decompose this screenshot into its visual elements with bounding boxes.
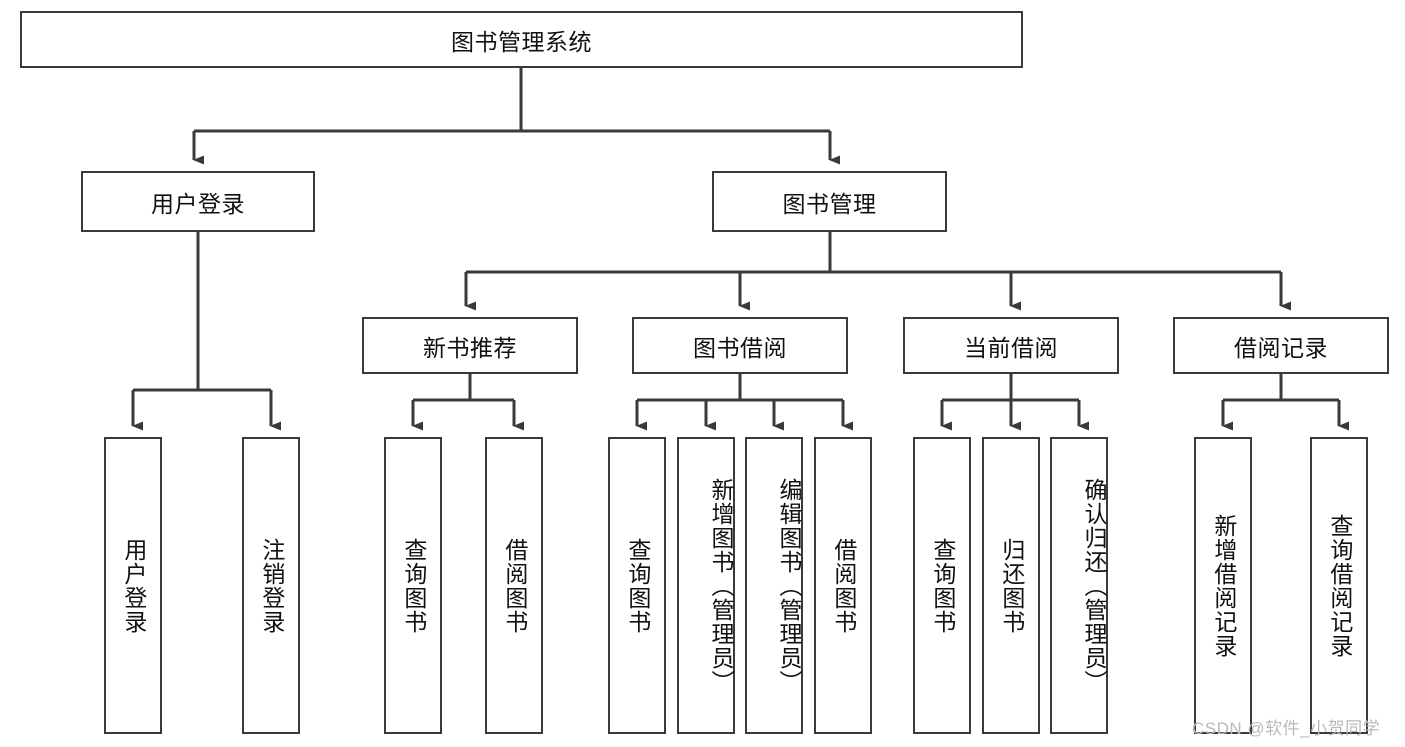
node-book-management[interactable]: 图书管理 bbox=[712, 171, 947, 232]
node-label: 归还图书 bbox=[998, 537, 1025, 634]
node-label: 新增图书（管理员） bbox=[708, 477, 734, 694]
node-leaf-add-borrow-record[interactable]: 新增借阅记录 bbox=[1194, 437, 1252, 734]
node-leaf-query-books-borrow[interactable]: 查询图书 bbox=[608, 437, 666, 734]
node-label: 新书推荐 bbox=[423, 334, 517, 361]
node-label: 查询图书 bbox=[400, 537, 427, 634]
node-label: 查询图书 bbox=[929, 537, 956, 634]
node-leaf-query-books-recommend[interactable]: 查询图书 bbox=[384, 437, 442, 734]
node-label: 新增借阅记录 bbox=[1210, 513, 1237, 658]
node-borrowing-records[interactable]: 借阅记录 bbox=[1173, 317, 1389, 374]
node-label: 借阅记录 bbox=[1234, 334, 1328, 361]
node-leaf-borrow-books-recommend[interactable]: 借阅图书 bbox=[485, 437, 543, 734]
node-label: 图书管理 bbox=[782, 190, 877, 217]
node-new-book-recommendation[interactable]: 新书推荐 bbox=[362, 317, 578, 374]
node-book-borrowing[interactable]: 图书借阅 bbox=[632, 317, 848, 374]
node-label: 借阅图书 bbox=[830, 537, 857, 634]
node-current-borrowing[interactable]: 当前借阅 bbox=[903, 317, 1119, 374]
node-label: 用户登录 bbox=[151, 190, 245, 217]
node-leaf-add-book-admin[interactable]: 新增图书（管理员） bbox=[677, 437, 735, 734]
node-label: 编辑图书（管理员） bbox=[776, 477, 802, 694]
node-leaf-query-books-current[interactable]: 查询图书 bbox=[913, 437, 971, 734]
node-label: 借阅图书 bbox=[501, 537, 528, 634]
node-leaf-return-books[interactable]: 归还图书 bbox=[982, 437, 1040, 734]
node-user-login[interactable]: 用户登录 bbox=[81, 171, 315, 232]
node-label: 查询图书 bbox=[624, 537, 651, 634]
node-label: 确认归还（管理员） bbox=[1081, 477, 1107, 694]
node-label: 查询借阅记录 bbox=[1326, 513, 1353, 658]
node-leaf-logout[interactable]: 注销登录 bbox=[242, 437, 300, 734]
node-root-book-management-system[interactable]: 图书管理系统 bbox=[20, 11, 1023, 68]
node-label: 注销登录 bbox=[258, 537, 285, 634]
node-label: 图书借阅 bbox=[693, 334, 787, 361]
node-leaf-user-login[interactable]: 用户登录 bbox=[104, 437, 162, 734]
node-leaf-edit-book-admin[interactable]: 编辑图书（管理员） bbox=[745, 437, 803, 734]
node-leaf-query-borrow-record[interactable]: 查询借阅记录 bbox=[1310, 437, 1368, 734]
node-leaf-confirm-return-admin[interactable]: 确认归还（管理员） bbox=[1050, 437, 1108, 734]
node-label: 图书管理系统 bbox=[451, 28, 592, 55]
node-label: 当前借阅 bbox=[964, 334, 1058, 361]
node-label: 用户登录 bbox=[120, 537, 147, 634]
node-leaf-borrow-books[interactable]: 借阅图书 bbox=[814, 437, 872, 734]
